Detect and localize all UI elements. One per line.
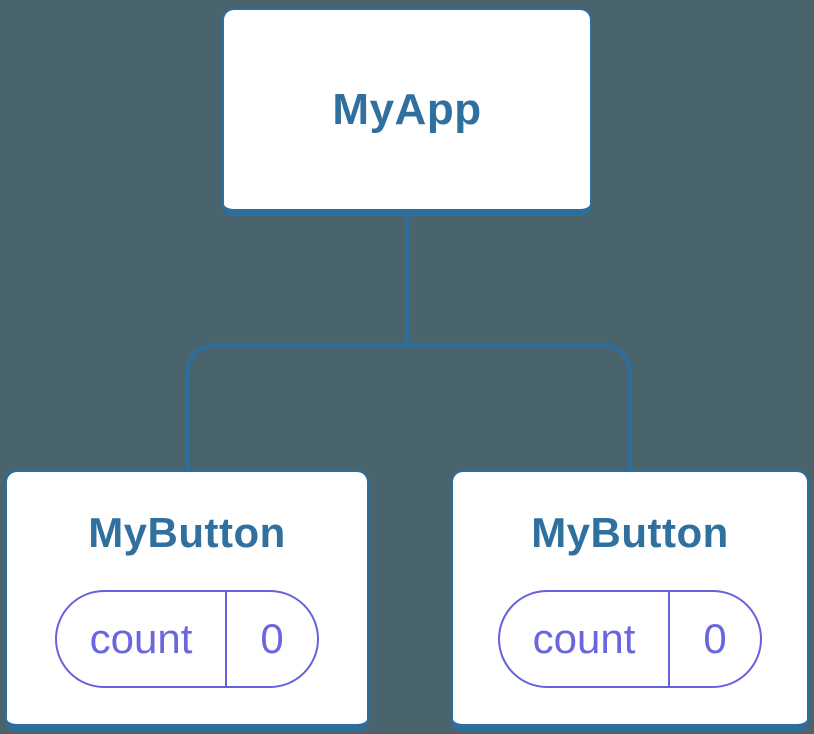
component-label: MyButton	[88, 509, 286, 556]
state-key: count	[57, 592, 227, 686]
component-node-mybutton-left: MyButton count 0	[5, 470, 369, 731]
component-label: MyApp	[332, 84, 482, 134]
component-label: MyButton	[531, 509, 729, 556]
component-node-mybutton-right: MyButton count 0	[451, 470, 809, 731]
branch-bracket-line	[185, 343, 632, 472]
state-key: count	[500, 592, 670, 686]
component-node-myapp: MyApp	[222, 8, 592, 216]
state-pill: count 0	[498, 590, 762, 688]
state-pill: count 0	[55, 590, 319, 688]
state-value: 0	[260, 615, 284, 662]
state-value: 0	[703, 615, 727, 662]
